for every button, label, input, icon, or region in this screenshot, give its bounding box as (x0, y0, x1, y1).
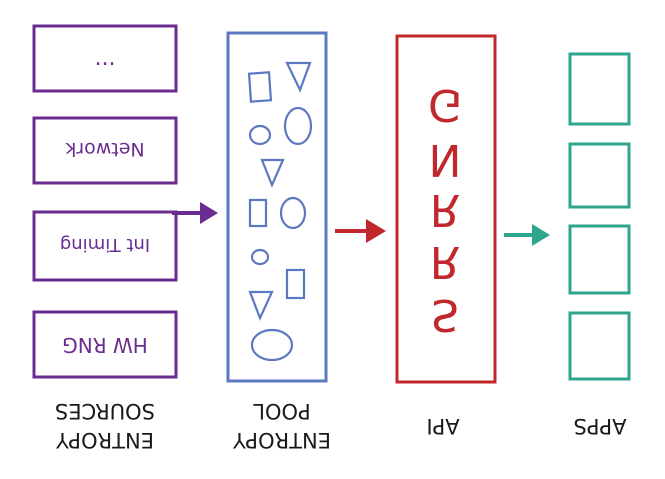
app-box (568, 52, 631, 126)
pool-label-line1: POOL (253, 399, 311, 423)
api-letter: S (431, 289, 459, 340)
api-letter: R (430, 184, 461, 235)
circle-icon (250, 328, 294, 362)
arrow-right-icon (172, 202, 218, 224)
arrow-right-icon (335, 219, 386, 243)
triangle-icon (248, 290, 274, 321)
source-box-int-timing (32, 210, 178, 282)
triangle-icon (285, 61, 312, 93)
pool-label-line2: ENTROPY (233, 428, 331, 452)
app-box (568, 224, 631, 295)
square-icon (247, 71, 273, 103)
api-vertical-text: G N R R S (428, 79, 462, 340)
sources-label-line1: SOURCES (55, 399, 155, 423)
api-letter: R (430, 236, 461, 287)
circle-icon (279, 196, 307, 230)
circle-icon (250, 248, 270, 266)
apps-label: APPS (573, 414, 626, 438)
apps-column (568, 52, 631, 381)
api-label: API (426, 414, 459, 438)
sources-column (32, 24, 178, 379)
api-box (395, 34, 497, 384)
api-letter: G (428, 79, 462, 130)
triangle-icon (260, 158, 285, 188)
source-box-network (32, 116, 178, 185)
square-icon (248, 198, 268, 228)
source-box-more (32, 24, 178, 93)
app-box (568, 311, 631, 381)
source-label-network: Network (65, 138, 144, 160)
sources-label-line2: ENTROPY (56, 428, 154, 452)
source-box-hw-rng (32, 310, 178, 379)
arrow-right-icon (504, 224, 550, 246)
app-box (568, 142, 631, 209)
api-letter: N (429, 134, 462, 185)
source-label-more: ... (95, 46, 116, 71)
circle-icon (248, 124, 272, 146)
entropy-pool-box (226, 31, 328, 383)
source-label-hw-rng: HW RNG (62, 333, 148, 357)
source-label-int-timing: Int Timing (60, 234, 150, 255)
column-labels: SOURCES ENTROPY POOL ENTROPY API APPS (55, 399, 627, 452)
circle-icon (283, 106, 313, 146)
pool-shapes (247, 61, 313, 362)
source-labels: ... Network Int Timing HW RNG (60, 46, 150, 357)
square-icon (285, 268, 306, 300)
